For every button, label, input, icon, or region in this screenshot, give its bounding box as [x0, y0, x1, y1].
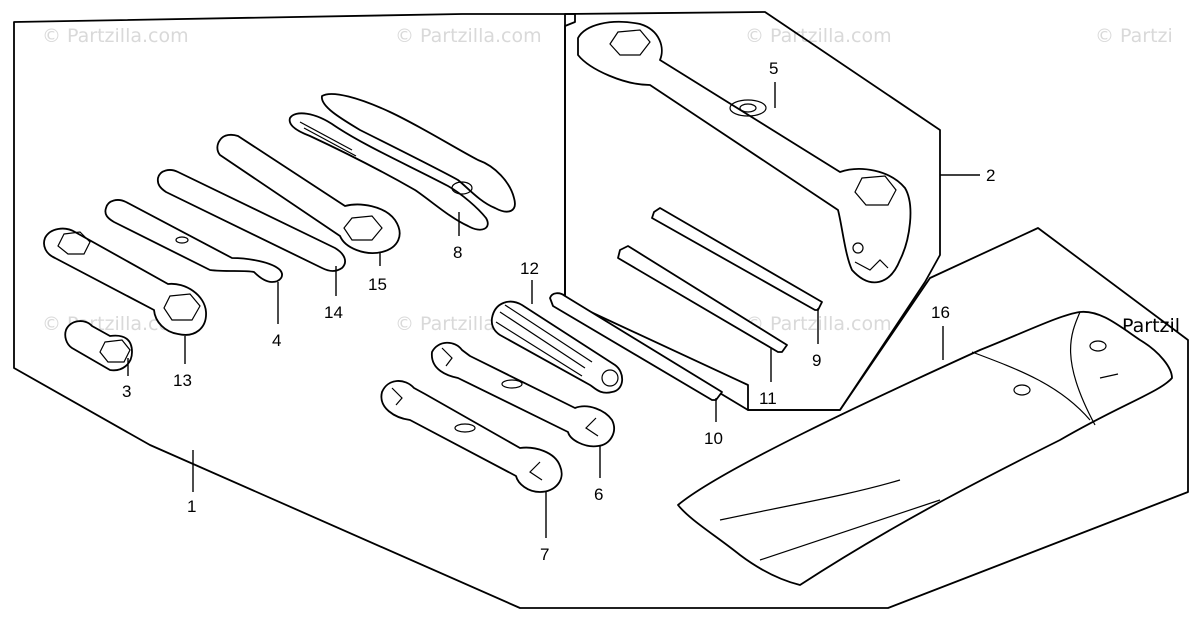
- watermark: © Partzi: [1095, 25, 1173, 47]
- watermark: © Partzilla.com: [745, 25, 892, 47]
- callout-8[interactable]: 8: [453, 243, 462, 262]
- pliers: [288, 93, 516, 231]
- open-end-wrench-upper: [431, 341, 615, 448]
- callout-16[interactable]: 16: [931, 303, 950, 322]
- callout-3[interactable]: 3: [122, 382, 131, 401]
- spark-plug-socket: [64, 320, 133, 372]
- callout-9[interactable]: 9: [812, 351, 821, 370]
- callout-labels: 1 2 3 4 5 6 7 8 9 10 11 12 13 14 15 16: [122, 59, 995, 564]
- screwdriver-handle: [490, 300, 624, 394]
- callout-4[interactable]: 4: [272, 331, 281, 350]
- pin-spanner: [104, 199, 283, 283]
- callout-6[interactable]: 6: [594, 485, 603, 504]
- tool-kit-boundary: [13, 13, 1189, 609]
- callout-12[interactable]: 12: [520, 259, 539, 278]
- tool-bag: [677, 311, 1173, 586]
- open-end-wrench-lower: [380, 380, 563, 493]
- screwdriver-shaft: [549, 292, 723, 401]
- watermark: © Partzilla.com: [395, 25, 542, 47]
- box-wrench-group-boundary: [564, 11, 941, 411]
- leader-lines: [127, 82, 980, 538]
- callout-15[interactable]: 15: [368, 275, 387, 294]
- callout-10[interactable]: 10: [704, 429, 723, 448]
- callout-14[interactable]: 14: [324, 303, 343, 322]
- callout-2[interactable]: 2: [986, 166, 995, 185]
- flat-bar: [156, 169, 346, 272]
- callout-1[interactable]: 1: [187, 497, 196, 516]
- callout-7[interactable]: 7: [540, 545, 549, 564]
- box-wrench: [577, 20, 912, 284]
- watermark: © Partzilla.com: [42, 25, 189, 47]
- callout-11[interactable]: 11: [759, 389, 777, 408]
- spanner: [216, 133, 401, 254]
- tubular-socket-wrench: [43, 227, 207, 336]
- callout-13[interactable]: 13: [173, 371, 192, 390]
- callout-5[interactable]: 5: [769, 59, 778, 78]
